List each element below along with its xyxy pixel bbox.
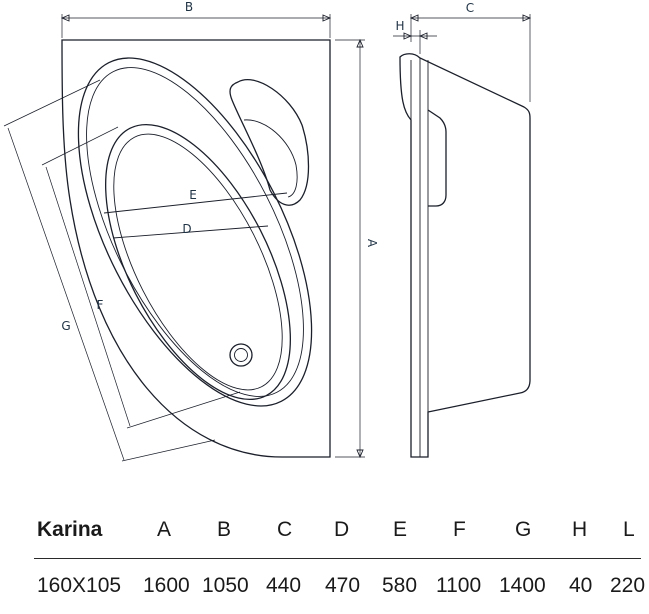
dimension-e: E <box>103 188 288 214</box>
header-a: A <box>157 518 172 541</box>
label-e: E <box>189 188 197 202</box>
drain-outer <box>229 343 253 367</box>
header-g: G <box>515 518 532 541</box>
table-divider <box>34 558 641 559</box>
label-b: B <box>185 0 193 14</box>
model-size: 160X105 <box>37 574 122 597</box>
label-f: F <box>97 298 104 312</box>
header-h: H <box>572 518 588 541</box>
spec-table-header: Karina A B C D E F G H L <box>0 518 649 559</box>
value-a: 1600 <box>143 574 190 597</box>
drain-inner <box>234 348 248 362</box>
value-e: 580 <box>382 574 418 597</box>
dimension-d: D <box>112 222 269 239</box>
value-l: 220 <box>610 574 646 597</box>
bathtub-technical-drawing: B A E D F <box>3 0 532 462</box>
value-g: 1400 <box>499 574 546 597</box>
value-h: 40 <box>569 574 593 597</box>
value-d: 470 <box>325 574 361 597</box>
header-e: E <box>393 518 408 541</box>
header-c: C <box>277 518 293 541</box>
label-h: H <box>395 19 404 33</box>
tub-basin-outer <box>105 123 291 401</box>
side-profile-rim <box>410 58 429 457</box>
header-f: F <box>453 518 466 541</box>
side-view: C H <box>393 1 532 458</box>
side-profile-outer <box>399 53 531 458</box>
dimension-b: B <box>60 0 332 38</box>
tub-armrest <box>229 79 310 206</box>
dimension-f: F <box>41 126 241 429</box>
header-l: L <box>623 518 635 541</box>
tub-outer-shell <box>61 39 331 458</box>
label-c: C <box>466 1 474 15</box>
dimension-h: H <box>393 19 437 54</box>
tub-armrest-inner <box>243 119 298 198</box>
header-d: D <box>334 518 350 541</box>
dimension-g: G <box>3 79 216 462</box>
model-name: Karina <box>37 518 103 541</box>
tub-rim-outer <box>77 57 313 407</box>
top-view: B A E D F <box>3 0 379 462</box>
label-g: G <box>61 319 70 333</box>
spec-table-row: 160X105 1600 1050 440 470 580 1100 1400 … <box>0 574 649 614</box>
tub-basin-inner <box>113 133 283 391</box>
value-c: 440 <box>266 574 302 597</box>
value-f: 1100 <box>436 574 482 597</box>
value-b: 1050 <box>202 574 249 597</box>
label-d: D <box>182 222 191 236</box>
dimension-a: A <box>335 38 379 459</box>
header-b: B <box>217 518 232 541</box>
dimension-c: C <box>409 1 532 102</box>
label-a: A <box>365 239 379 248</box>
side-profile-apron <box>427 109 447 207</box>
spec-table: Karina A B C D E F G H L 160X105 1600 10… <box>0 518 649 614</box>
